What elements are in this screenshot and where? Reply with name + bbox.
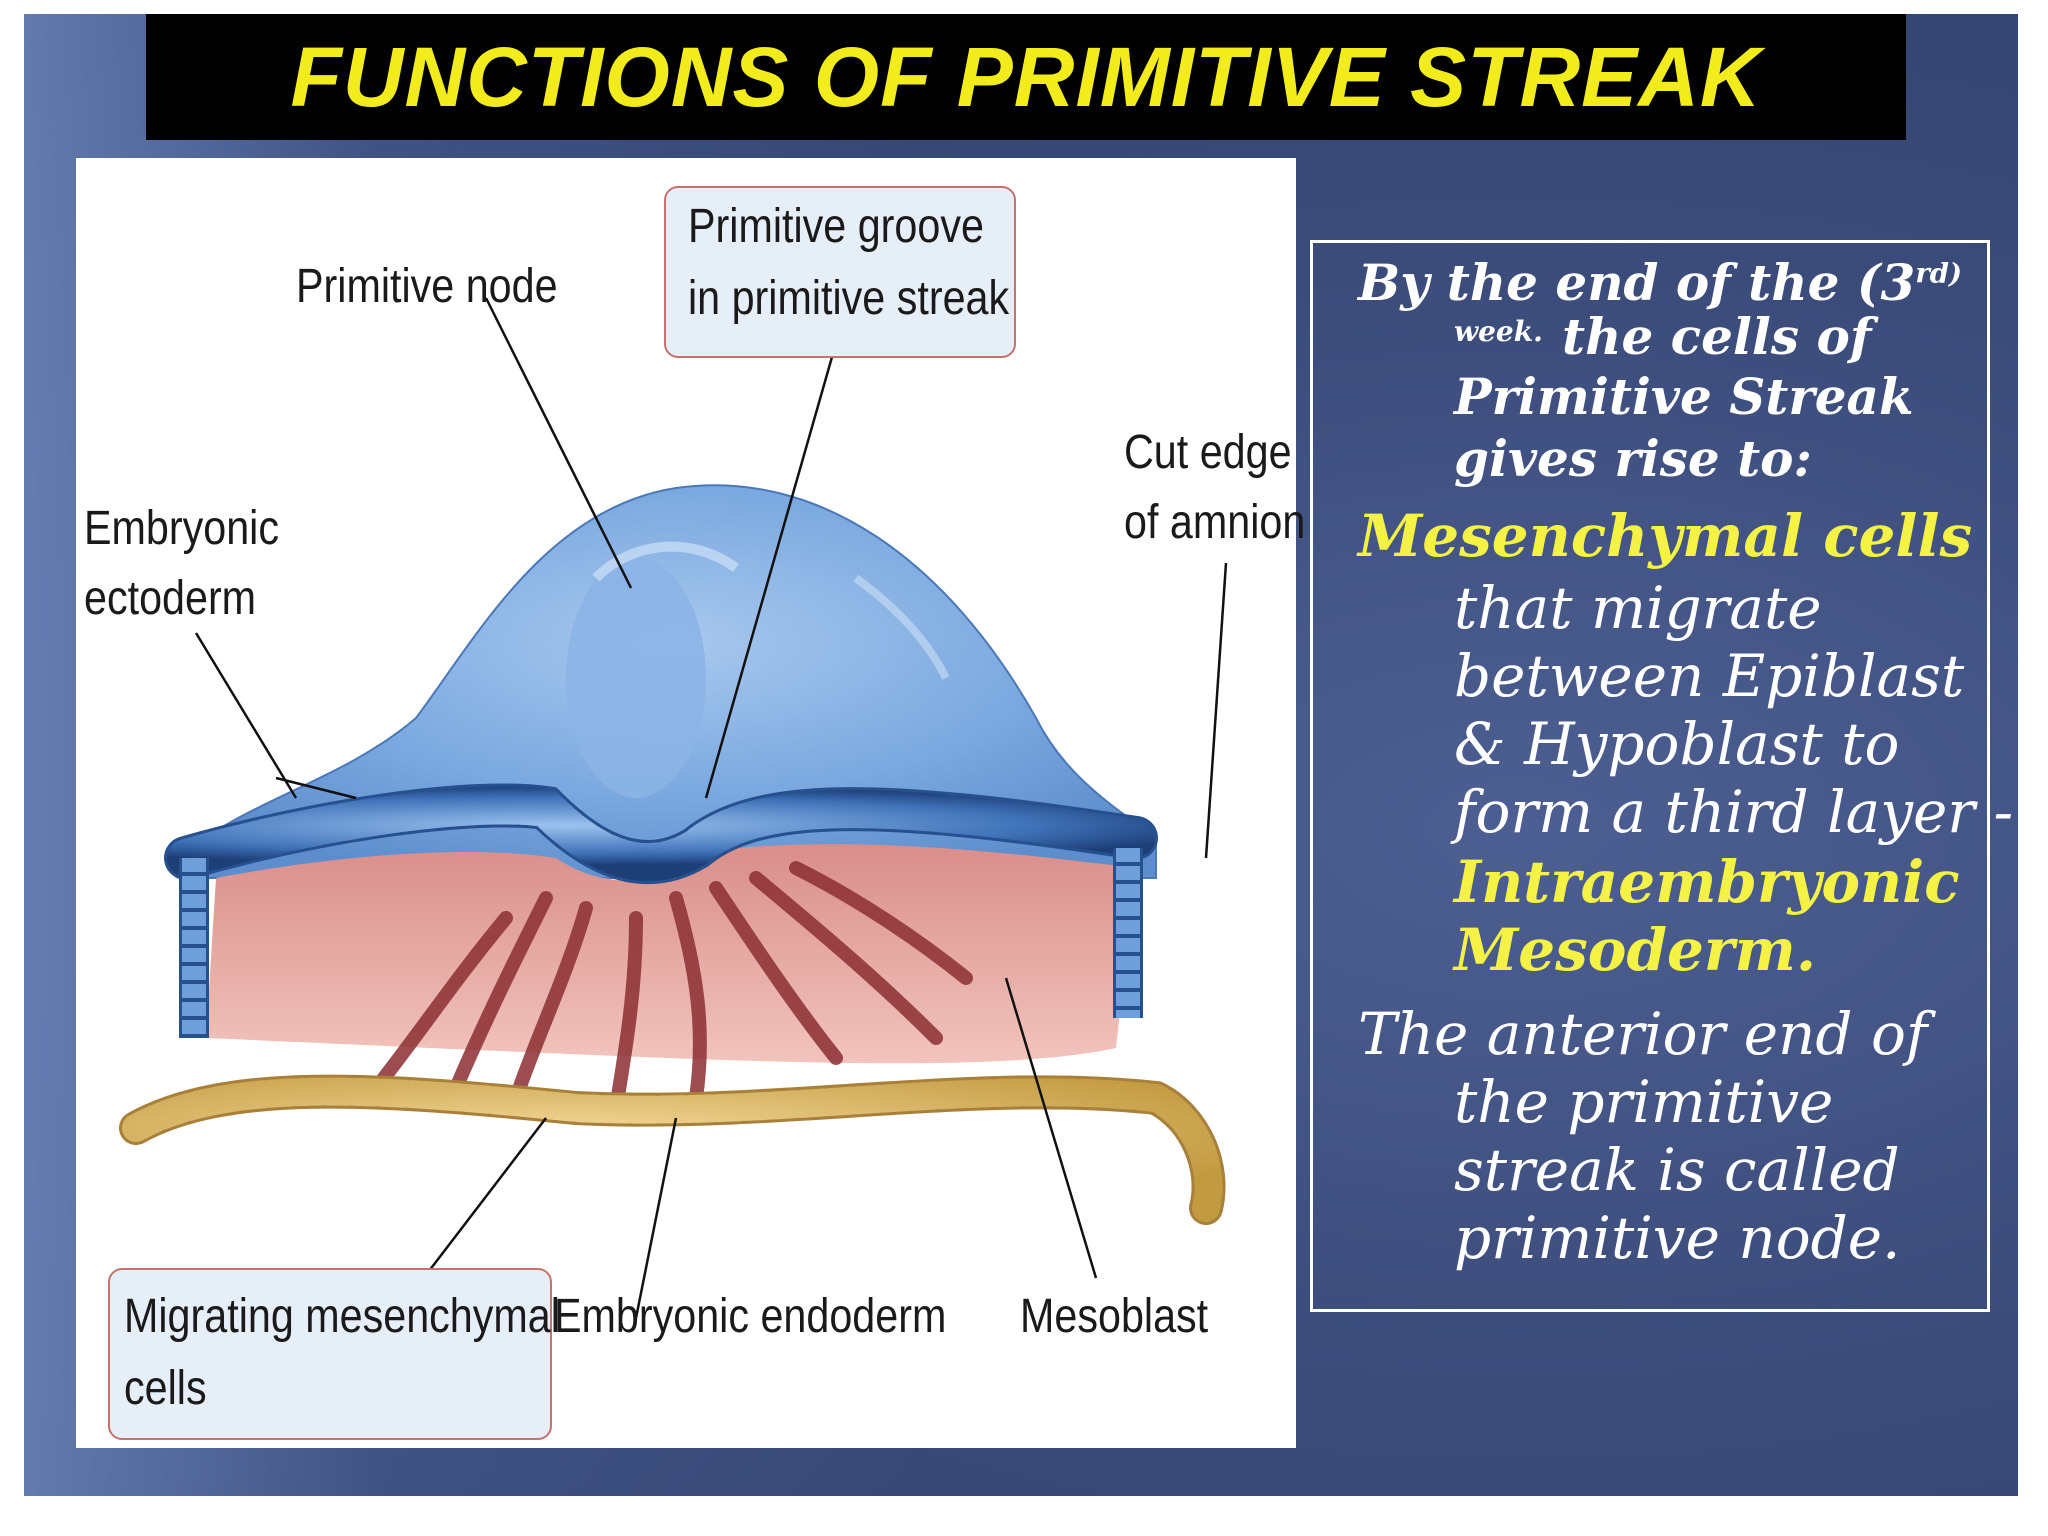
label-embryonic-ectoderm-2: ectoderm (84, 568, 256, 629)
label-mesoblast: Mesoblast (1020, 1286, 1208, 1347)
intraembryonic-line-2: Mesoderm. (1454, 914, 1816, 987)
label-migrating-1: Migrating mesenchymal (124, 1286, 560, 1347)
intro-superscript: rd) (1915, 257, 1962, 289)
label-primitive-node: Primitive node (296, 256, 558, 317)
label-primitive-groove-2: in primitive streak (688, 268, 1009, 329)
title-bar: FUNCTIONS OF PRIMITIVE STREAK (146, 14, 1906, 140)
mesenchymal-heading: Mesenchymal cells (1358, 500, 1972, 573)
slide-title: FUNCTIONS OF PRIMITIVE STREAK (290, 29, 1761, 126)
label-migrating-2: cells (124, 1358, 207, 1419)
anterior-line-3: streak is called (1454, 1134, 1900, 1207)
intro-week: week. (1454, 314, 1543, 349)
body-line-2: between Epiblast (1454, 640, 1964, 713)
label-embryonic-endoderm: Embryonic endoderm (554, 1286, 946, 1347)
anterior-line-4: primitive node. (1454, 1202, 1901, 1275)
intro-line-3: the cells of (1562, 306, 1871, 369)
body-line-4: form a third layer - (1454, 776, 2013, 849)
figure-panel: Primitive node Primitive groove in primi… (76, 158, 1296, 1448)
anterior-line-1: The anterior end of (1358, 998, 1927, 1071)
label-primitive-groove-1: Primitive groove (688, 196, 984, 257)
anterior-line-2: the primitive (1454, 1066, 1833, 1139)
label-embryonic-ectoderm-1: Embryonic (84, 498, 279, 559)
intro-line-4: Primitive Streak (1454, 366, 1914, 429)
body-line-1: that migrate (1454, 572, 1822, 645)
label-cut-edge-2: of amnion (1124, 492, 1305, 553)
primitive-node-bump (566, 558, 706, 798)
intro-text-1: By the end of the (3 (1358, 253, 1915, 312)
intraembryonic-line-1: Intraembryonic (1454, 846, 1960, 919)
endoderm-cells (136, 1092, 1209, 1208)
label-cut-edge-1: Cut edge (1124, 422, 1292, 483)
body-line-3: & Hypoblast to (1454, 708, 1899, 781)
intro-line-5: gives rise to: (1454, 428, 1812, 491)
slide: FUNCTIONS OF PRIMITIVE STREAK (24, 14, 2018, 1496)
